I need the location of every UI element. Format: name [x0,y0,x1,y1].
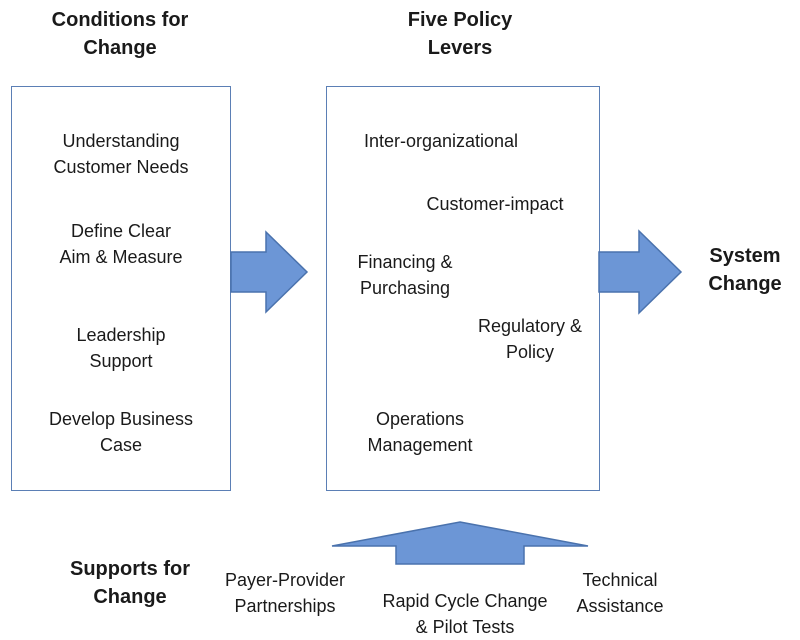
condition-item-customer-needs: Understanding Customer Needs [53,131,189,177]
support-item-partnerships: Payer-Provider Partnerships [224,570,346,616]
supports-heading: Supports for Change [70,558,190,608]
condition-item-leadership: Leadership Support [76,325,166,371]
support-item-rapid-cycle: Rapid Cycle Change & Pilot Tests [382,591,548,637]
support-item-technical-assistance: Technical Assistance [576,570,664,616]
conditions-box [11,86,231,491]
right-arrow-icon [598,229,683,315]
conditions-heading: Conditions for Change [51,9,189,59]
up-arrow-icon [331,521,589,565]
right-arrow-icon [230,230,309,314]
lever-item-regulatory: Regulatory & Policy [477,316,583,362]
levers-box [326,86,600,491]
lever-item-operations: Operations Management [367,409,473,455]
lever-item-financing: Financing & Purchasing [357,252,453,298]
lever-item-interorganizational: Inter-organizational [363,131,519,151]
lever-item-customer-impact: Customer-impact [426,194,564,214]
condition-item-aim-measure: Define Clear Aim & Measure [59,221,183,267]
system-change-label: System Change [708,245,782,295]
condition-item-business-case: Develop Business Case [48,409,194,455]
levers-heading: Five Policy Levers [407,9,513,59]
